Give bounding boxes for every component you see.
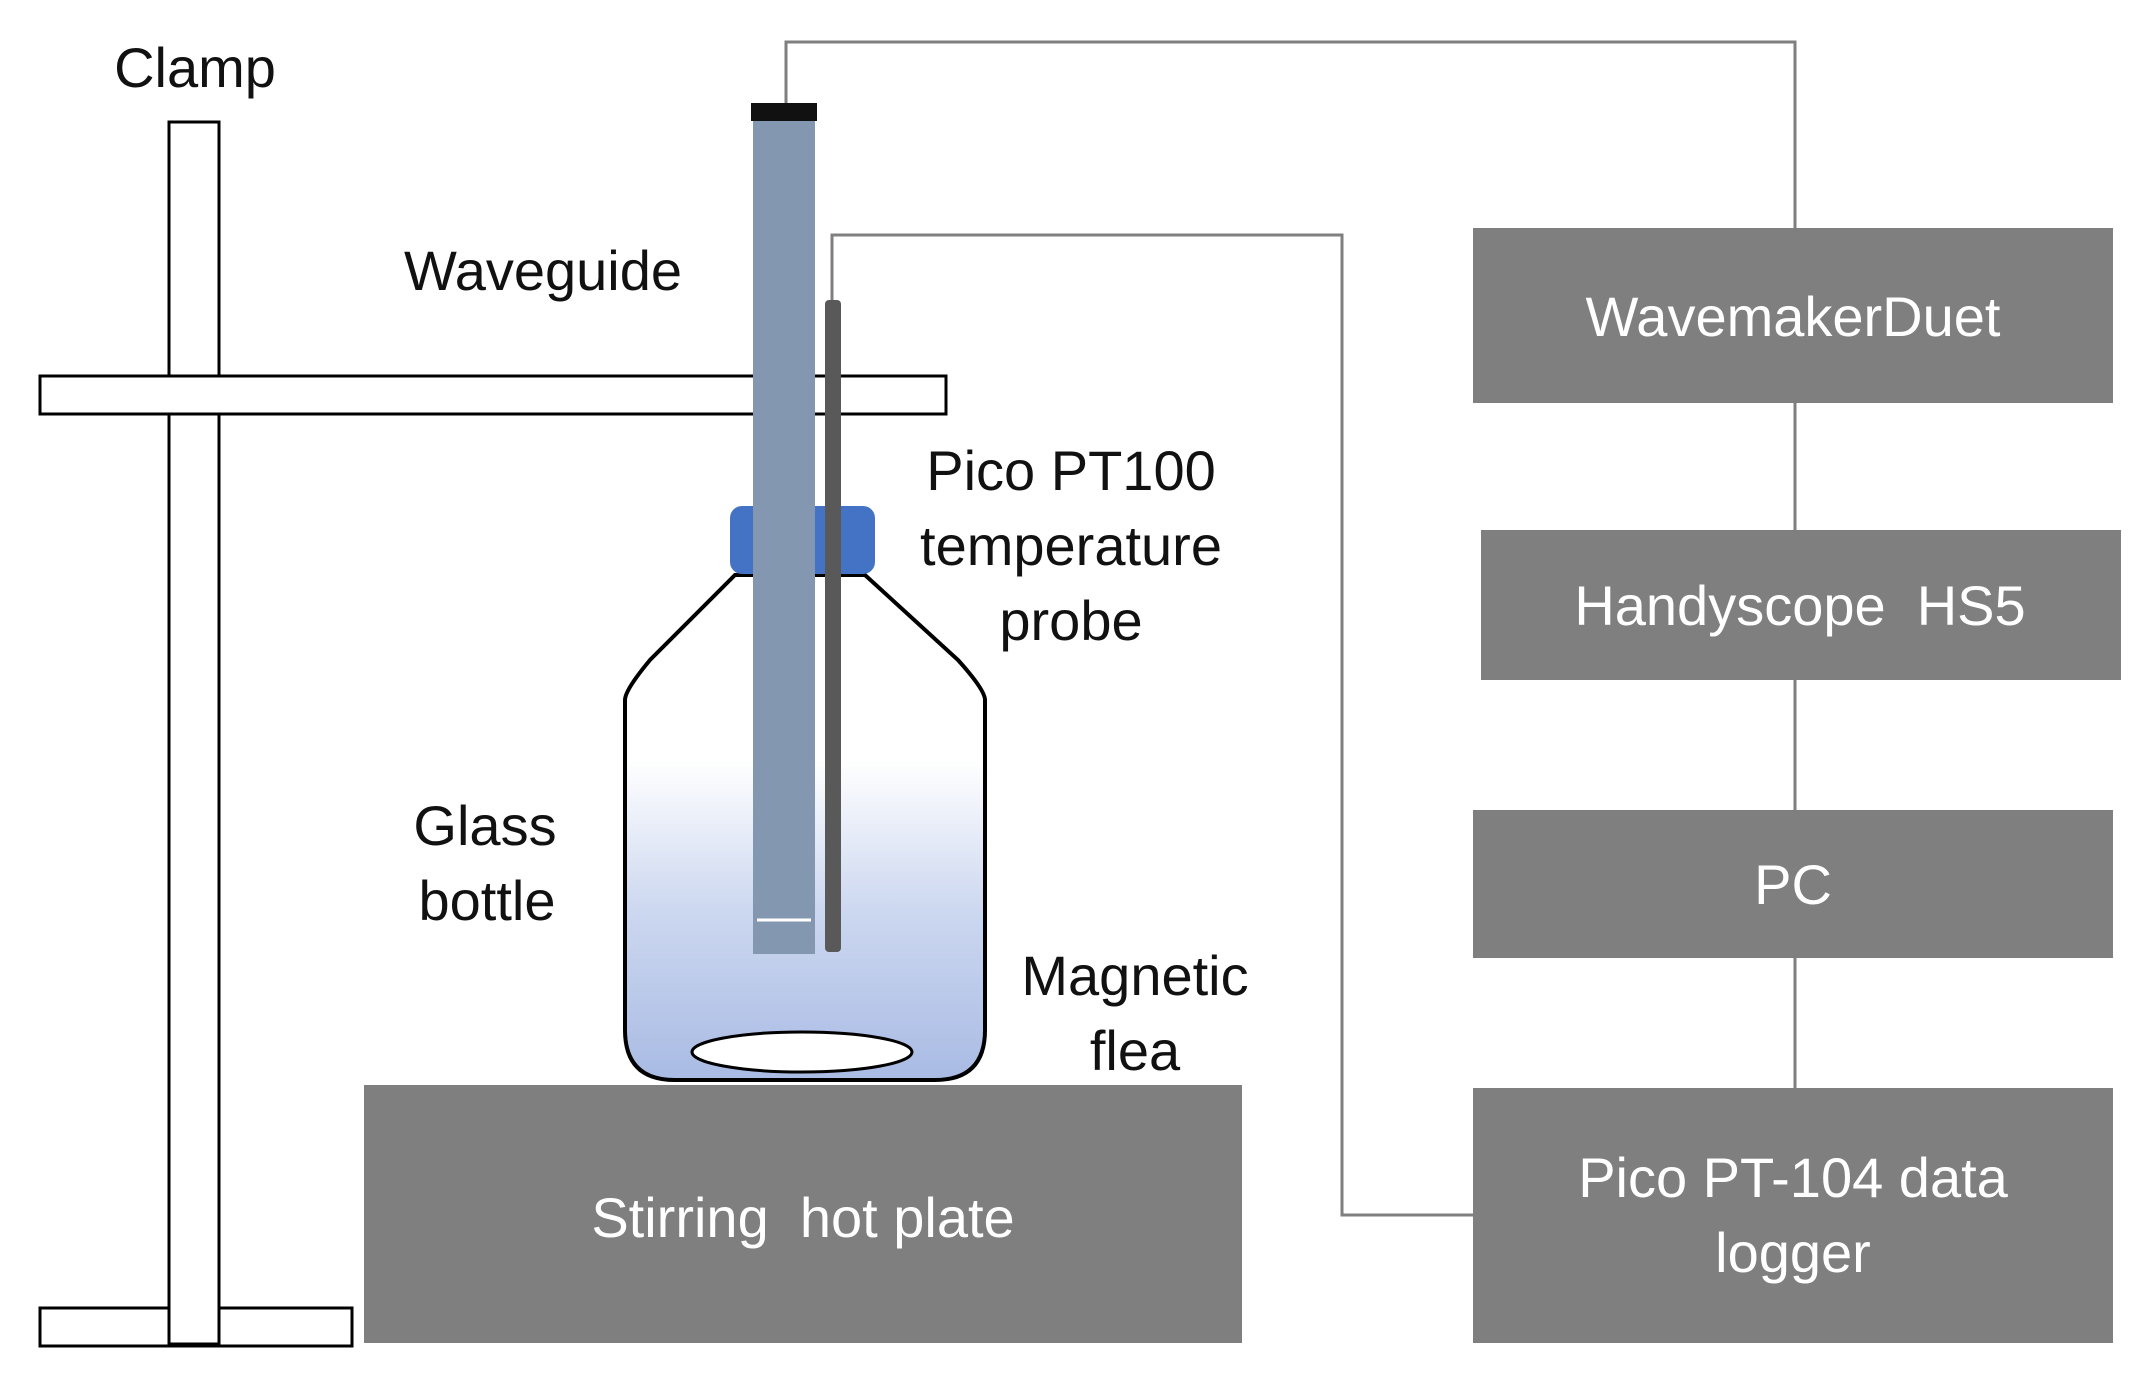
magnetic-flea-shape (690, 1030, 914, 1074)
waveguide-label: Waveguide (404, 239, 682, 302)
clamp-stand (38, 120, 948, 1348)
wire-waveguide-to-wavemaker (784, 40, 1797, 228)
wavemaker-box: WavemakerDuet (1473, 228, 2113, 403)
temperature-probe (825, 300, 841, 952)
handyscope-label: Handyscope HS5 (1574, 574, 2025, 637)
hotplate-label: Stirring hot plate (591, 1186, 1014, 1249)
clamp-label: Clamp (114, 36, 276, 99)
logger-box: Pico PT-104 data logger (1473, 1088, 2113, 1343)
handyscope-box: Handyscope HS5 (1481, 530, 2121, 680)
stand-rod (167, 120, 221, 1346)
wire-probe-to-logger (830, 233, 1475, 1217)
waveguide-top-cap (751, 103, 817, 121)
probe-label-line2: temperature (920, 514, 1222, 577)
pc-label: PC (1754, 853, 1832, 916)
logger-label-line1: Pico PT-104 data (1578, 1146, 2008, 1209)
flea-label-line1: Magnetic (1021, 944, 1248, 1007)
bottle-label-line1: Glass (413, 794, 556, 857)
stirring-hot-plate: Stirring hot plate (364, 1085, 1242, 1343)
waveguide (751, 103, 817, 954)
wavemaker-label: WavemakerDuet (1586, 285, 2001, 348)
bottle-label-line2: bottle (419, 869, 556, 932)
flea-label-line2: flea (1090, 1019, 1181, 1082)
probe-label-line1: Pico PT100 (926, 439, 1216, 502)
logger-label-line2: logger (1715, 1221, 1871, 1284)
pc-box: PC (1473, 810, 2113, 958)
probe-label-line3: probe (999, 589, 1142, 652)
